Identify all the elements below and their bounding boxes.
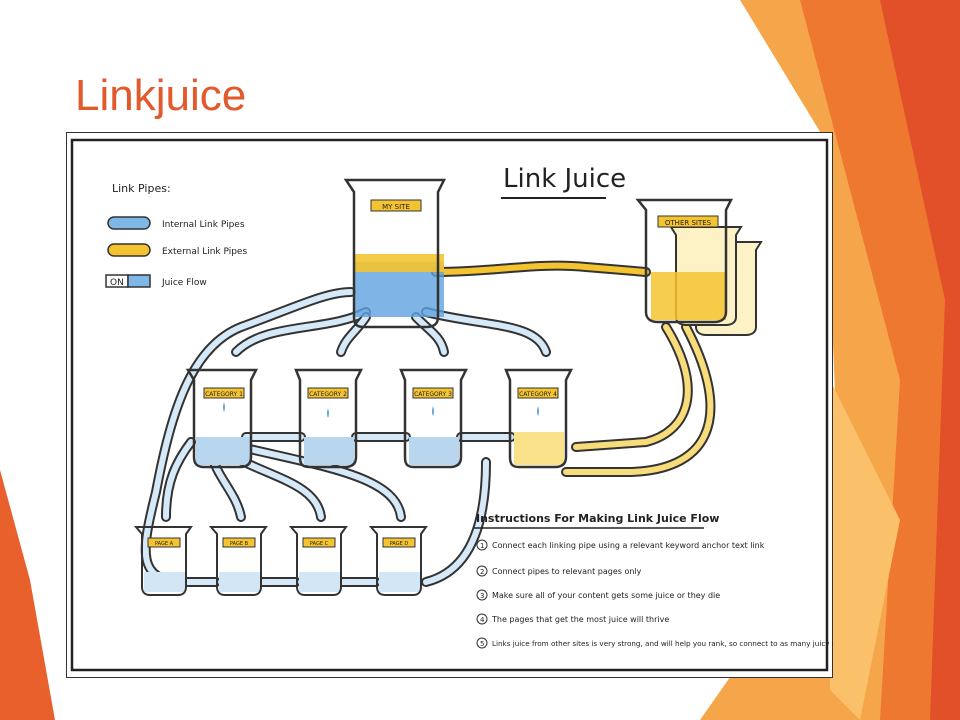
diagram-inner-frame bbox=[70, 138, 829, 672]
legend-internal-pipe-swatch bbox=[107, 216, 151, 230]
beaker-my-site: MY SITE bbox=[343, 178, 447, 329]
instruction-item-4: The pages that get the most juice will t… bbox=[491, 615, 669, 624]
beaker-label-other-sites: OTHER SITES bbox=[665, 219, 712, 227]
instruction-number-2 bbox=[476, 565, 488, 577]
beaker-page-b: PAGE B bbox=[208, 526, 268, 596]
link-juice-diagram: Link Juice Link Pipes: Internal Link Pip… bbox=[66, 132, 833, 678]
beaker-label-my-site: MY SITE bbox=[382, 203, 410, 211]
beaker-label-page-a: PAGE A bbox=[155, 541, 174, 547]
page-beakers: PAGE A PAGE B PAGE C PAGE D bbox=[133, 526, 428, 596]
legend-external-label: External Link Pipes bbox=[162, 247, 247, 257]
instruction-item-1: Connect each linking pipe using a releva… bbox=[492, 541, 765, 550]
instruction-number-1 bbox=[476, 539, 488, 551]
category-beakers: CATEGORY 1 CATEGORY 2 CATEGORY 3 CATEGOR… bbox=[185, 368, 574, 469]
beaker-category-1: CATEGORY 1 bbox=[185, 368, 259, 469]
svg-text:5: 5 bbox=[480, 640, 484, 648]
svg-text:4: 4 bbox=[480, 616, 485, 624]
instruction-item-2: Connect pipes to relevant pages only bbox=[492, 567, 642, 576]
beaker-label-category-1: CATEGORY 1 bbox=[205, 391, 243, 398]
instruction-number-4 bbox=[476, 613, 488, 625]
legend-on-label: ON bbox=[110, 278, 124, 288]
instruction-number-3 bbox=[476, 589, 488, 601]
legend-flow-swatch bbox=[127, 274, 151, 288]
left-accent-shape bbox=[0, 470, 55, 720]
instruction-item-3: Make sure all of your content gets some … bbox=[492, 591, 720, 600]
beaker-category-4: CATEGORY 4 bbox=[504, 368, 574, 469]
beaker-page-c: PAGE C bbox=[288, 526, 348, 596]
svg-text:1: 1 bbox=[480, 542, 484, 550]
beaker-label-category-4: CATEGORY 4 bbox=[519, 391, 557, 398]
beaker-label-page-b: PAGE B bbox=[230, 541, 249, 547]
legend: Link Pipes: Internal Link Pipes External… bbox=[105, 182, 247, 288]
beaker-label-page-d: PAGE D bbox=[390, 541, 409, 547]
external-pipes bbox=[431, 260, 716, 477]
instructions-heading: Instructions For Making Link Juice Flow bbox=[476, 512, 719, 525]
beaker-page-d: PAGE D bbox=[368, 526, 428, 596]
legend-external-pipe-swatch bbox=[107, 243, 151, 257]
svg-text:2: 2 bbox=[480, 568, 484, 576]
instruction-number-5 bbox=[476, 637, 488, 649]
instructions: Instructions For Making Link Juice Flow … bbox=[474, 512, 833, 649]
beaker-category-2: CATEGORY 2 bbox=[294, 368, 364, 469]
beaker-label-category-2: CATEGORY 2 bbox=[309, 391, 347, 398]
beaker-label-page-c: PAGE C bbox=[310, 541, 329, 547]
slide-title: Linkjuice bbox=[75, 71, 247, 120]
svg-text:3: 3 bbox=[480, 592, 484, 600]
legend-heading: Link Pipes: bbox=[112, 182, 171, 195]
internal-pipes bbox=[140, 287, 551, 587]
beaker-label-category-3: CATEGORY 3 bbox=[414, 391, 452, 398]
diagram-title: Link Juice bbox=[503, 164, 626, 194]
beaker-category-3: CATEGORY 3 bbox=[399, 368, 469, 469]
right-accent-shape-dark bbox=[880, 0, 960, 720]
legend-internal-label: Internal Link Pipes bbox=[162, 220, 245, 230]
beaker-other-sites: OTHER SITES bbox=[635, 198, 763, 336]
instruction-item-5: Links juice from other sites is very str… bbox=[492, 639, 833, 648]
beaker-page-a: PAGE A bbox=[133, 526, 193, 596]
right-accent-shape-light bbox=[830, 380, 900, 720]
legend-flow-label: Juice Flow bbox=[161, 278, 207, 288]
